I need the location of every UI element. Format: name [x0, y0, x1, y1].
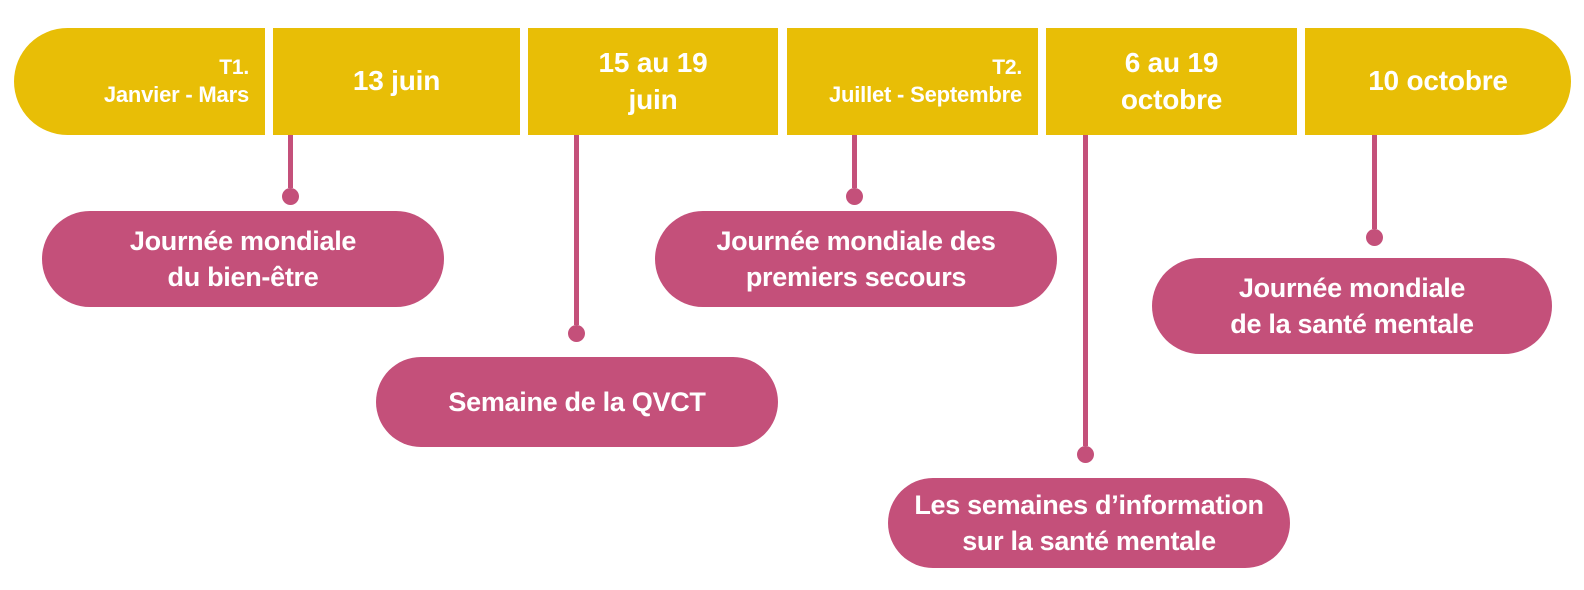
event-label-line1: Les semaines d’information — [914, 489, 1264, 520]
period-label-primary: 10 octobre — [1368, 65, 1508, 97]
event-label-line2: du bien-être — [167, 262, 319, 292]
connector-dot-semaines-information-sante-mentale — [1077, 446, 1094, 463]
period-segment-t1[interactable]: T1.Janvier - Mars — [14, 28, 265, 135]
period-segment-content: 6 au 19 octobre — [1046, 45, 1297, 118]
period-segment-content: T2.Juillet - Septembre — [787, 54, 1038, 110]
period-segment-content: T1.Janvier - Mars — [14, 54, 265, 110]
connector-dot-journee-mondiale-sante-mentale — [1366, 229, 1383, 246]
period-label-primary: T1. — [219, 55, 249, 79]
event-label-line1: Semaine de la QVCT — [448, 386, 706, 417]
connector-line-journee-mondiale-premiers-secours — [852, 135, 857, 188]
connector-line-semaine-qvct — [574, 135, 579, 325]
period-segment-t2[interactable]: T2.Juillet - Septembre — [787, 28, 1038, 135]
event-label-line1: Journée mondiale — [1238, 272, 1466, 303]
period-segment-content: 13 juin — [273, 63, 520, 99]
period-segment-6-19-octobre[interactable]: 6 au 19 octobre — [1046, 28, 1297, 135]
period-label-primary: T2. — [992, 55, 1022, 79]
period-label-primary: 6 au 19 — [1124, 47, 1219, 79]
connector-dot-journee-mondiale-bien-etre — [282, 188, 299, 205]
event-bubble-journee-mondiale-bien-etre[interactable]: Journée mondiale du bien-être — [42, 211, 444, 307]
event-label-line2: de la santé mentale — [1230, 309, 1474, 339]
event-label-line2: premiers secours — [745, 262, 967, 292]
event-label-line1: Journée mondiale — [129, 225, 357, 256]
connector-line-semaines-information-sante-mentale — [1083, 135, 1088, 446]
period-segment-10-octobre[interactable]: 10 octobre — [1305, 28, 1571, 135]
event-label-line1: Journée mondiale des — [716, 225, 996, 256]
period-label-secondary: Juillet - Septembre — [828, 81, 1022, 107]
connector-line-journee-mondiale-sante-mentale — [1372, 135, 1377, 229]
connector-line-journee-mondiale-bien-etre — [288, 135, 293, 188]
period-segment-15-19-juin[interactable]: 15 au 19 juin — [528, 28, 778, 135]
period-segment-13-juin[interactable]: 13 juin — [273, 28, 520, 135]
event-bubble-journee-mondiale-sante-mentale[interactable]: Journée mondiale de la santé mentale — [1152, 258, 1552, 354]
period-label-secondary: Janvier - Mars — [103, 81, 249, 107]
period-label-secondary: octobre — [1120, 83, 1223, 115]
period-label-primary: 13 juin — [352, 65, 441, 97]
connector-dot-journee-mondiale-premiers-secours — [846, 188, 863, 205]
period-label-secondary: juin — [628, 83, 678, 115]
period-segment-content: 15 au 19 juin — [528, 45, 778, 118]
period-segment-content: 10 octobre — [1305, 63, 1571, 99]
event-bubble-journee-mondiale-premiers-secours[interactable]: Journée mondiale des premiers secours — [655, 211, 1057, 307]
event-bubble-semaines-information-sante-mentale[interactable]: Les semaines d’information sur la santé m… — [888, 478, 1290, 568]
period-label-primary: 15 au 19 — [598, 47, 708, 79]
connector-dot-semaine-qvct — [568, 325, 585, 342]
event-label-line2: sur la santé mentale — [962, 526, 1216, 556]
event-bubble-semaine-qvct[interactable]: Semaine de la QVCT — [376, 357, 778, 447]
